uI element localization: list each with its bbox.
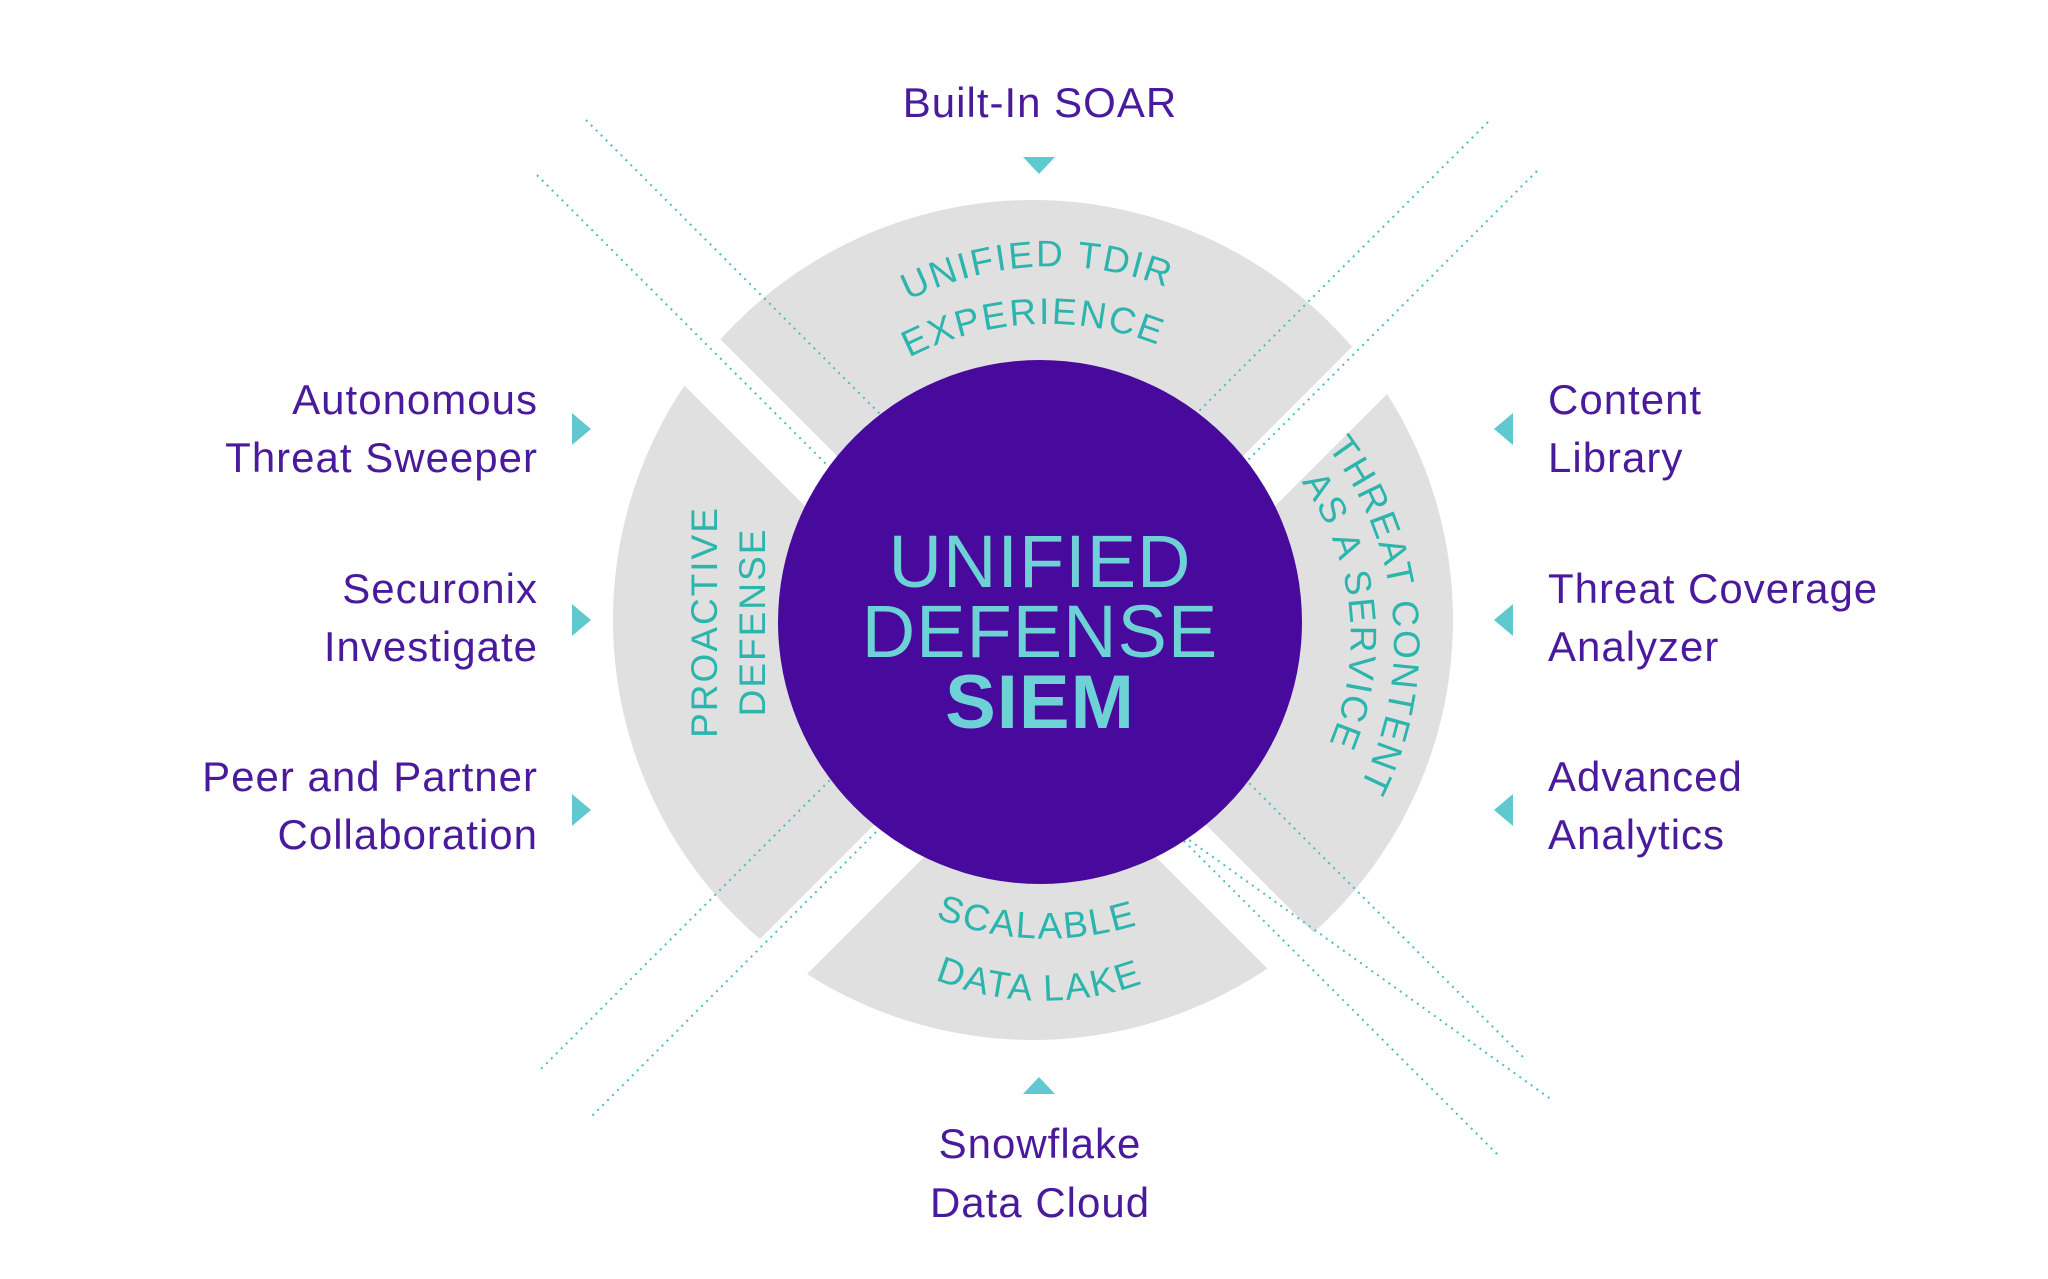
divider-line <box>585 119 1527 1061</box>
left-item-1-line-2: Threat Sweeper <box>225 434 538 481</box>
left-item-3-line-1: Peer and Partner <box>202 753 538 800</box>
right-items: Content Library Threat Coverage Analyzer… <box>1494 376 1878 858</box>
center-line-1: UNIFIED <box>889 520 1192 603</box>
ring-left-line-2: DEFENSE <box>732 528 773 717</box>
arrow-right-icon <box>572 794 591 826</box>
outer-bottom-line-2: Data Cloud <box>930 1179 1150 1226</box>
arrow-left-icon <box>1494 413 1513 445</box>
left-item-3-line-2: Collaboration <box>278 811 539 858</box>
right-item-3-line-1: Advanced <box>1548 753 1743 800</box>
right-item-1-line-1: Content <box>1548 376 1702 423</box>
right-item-2-line-2: Analyzer <box>1548 623 1719 670</box>
outer-bottom-line-1: Snowflake <box>939 1120 1142 1167</box>
arrow-left-icon <box>1494 604 1513 636</box>
center-circle <box>778 360 1302 884</box>
right-item-1-line-2: Library <box>1548 434 1683 481</box>
right-item-2-line-1: Threat Coverage <box>1548 565 1878 612</box>
outer-top-label: Built-In SOAR <box>903 79 1177 126</box>
left-item-2-line-1: Securonix <box>342 565 538 612</box>
left-item-2-line-2: Investigate <box>324 623 538 670</box>
right-item-3-line-2: Analytics <box>1548 811 1725 858</box>
center-line-2: DEFENSE <box>862 590 1219 673</box>
arrow-right-icon <box>572 413 591 445</box>
ring-left-label: PROACTIVE DEFENSE <box>684 506 773 738</box>
arrow-up-icon <box>1023 1077 1055 1094</box>
ring-left-line-1: PROACTIVE <box>684 506 725 738</box>
left-items: Autonomous Threat Sweeper Securonix Inve… <box>202 376 591 858</box>
arrow-left-icon <box>1494 794 1513 826</box>
arrow-right-icon <box>572 604 591 636</box>
center-line-3: SIEM <box>945 660 1135 745</box>
left-item-1-line-1: Autonomous <box>292 376 538 423</box>
arrow-down-icon <box>1023 157 1055 174</box>
